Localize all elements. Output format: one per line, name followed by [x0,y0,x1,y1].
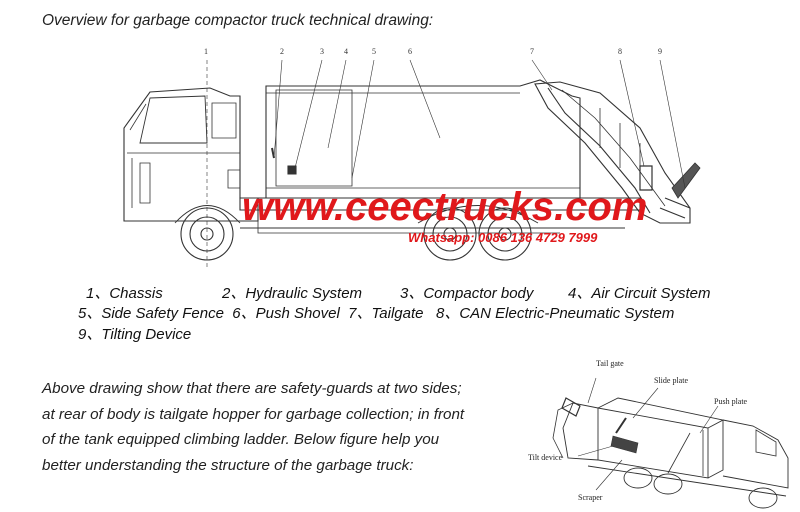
legend-item-compactor: 3、Compactor body [400,285,534,302]
paragraph-line: at rear of body is tailgate hopper for g… [42,405,465,423]
callout-number: 7 [530,47,534,56]
watermark-phone: Whatsapp: 0086 136 4729 7999 [408,230,598,245]
callout-number: 3 [320,47,324,56]
description-paragraph: Above drawing show that there are safety… [42,376,510,478]
label-push-plate: Push plate [714,397,748,406]
callout-number: 1 [204,47,208,56]
paragraph-line: better understanding the structure of th… [42,456,414,474]
watermark-url: www.ceectrucks.com [242,185,647,229]
legend-item-tilting: 9、Tilting Device [78,326,192,343]
callout-number: 2 [280,47,284,56]
label-tilt-device: Tilt device [528,453,563,462]
callout-number: 6 [408,47,412,56]
page-heading: Overview for garbage compactor truck tec… [42,12,434,29]
label-scraper: Scraper [578,493,603,502]
paragraph-line: Above drawing show that there are safety… [42,380,462,397]
legend-line-2: 5、Side Safety Fence 6、Push Shovel 7、Tail… [78,305,675,322]
label-tail-gate: Tail gate [596,359,624,368]
truck-structure-figure: Tail gate Slide plate Push plate Tilt de… [528,359,789,509]
callout-number: 5 [372,47,376,56]
callout-number: 9 [658,47,662,56]
callout-number: 8 [618,47,622,56]
label-slide-plate: Slide plate [654,376,688,385]
truck-technical-drawing: 1 2 3 4 5 6 7 8 9 www.ceectrucks.com Wha… [123,47,701,268]
callout-number: 4 [344,47,348,56]
legend-item-hydraulic: 2、Hydraulic System [222,285,363,302]
legend-item-chassis: 1、Chassis [86,285,163,302]
paragraph-line: of the tank equipped climbing ladder. Be… [42,431,440,449]
legend-item-air-circuit: 4、Air Circuit System [568,285,711,302]
